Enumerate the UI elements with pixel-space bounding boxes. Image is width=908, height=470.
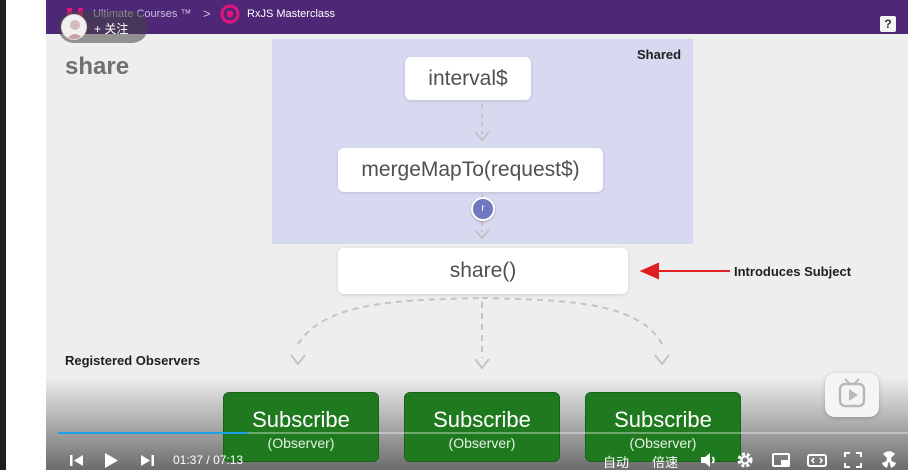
rxjs-logo xyxy=(220,4,240,24)
arrow-interval-to-mergemap xyxy=(474,104,490,142)
player-play-badge[interactable] xyxy=(825,373,879,417)
volume-icon[interactable] xyxy=(698,449,720,470)
introduces-subject-arrow xyxy=(639,262,730,280)
play-badge-icon xyxy=(838,378,866,408)
shared-label: Shared xyxy=(637,47,682,62)
next-icon[interactable] xyxy=(136,449,158,470)
slide-title: share xyxy=(65,53,130,80)
r-marker: r xyxy=(471,197,495,221)
interval-operator-box: interval$ xyxy=(405,57,531,100)
fanout-arrowhead-right xyxy=(654,354,670,366)
miniplayer-icon[interactable] xyxy=(770,449,792,470)
avatar-icon xyxy=(66,20,84,39)
progress-bar[interactable] xyxy=(58,432,908,434)
left-edge-strip xyxy=(0,0,6,470)
fanout-arrowhead-middle xyxy=(474,358,490,370)
subscribe-card: Subscribe (Observer) xyxy=(223,392,379,462)
breadcrumb-course[interactable]: RxJS Masterclass xyxy=(247,8,336,20)
help-button[interactable]: ? xyxy=(880,16,896,32)
breadcrumb-separator: > xyxy=(203,6,211,21)
fullscreen-icon[interactable] xyxy=(842,449,864,470)
settings-icon[interactable] xyxy=(734,449,756,470)
subscribe-card: Subscribe (Observer) xyxy=(404,392,560,462)
avatar xyxy=(61,14,87,40)
time-display: 01:37 / 07:13 xyxy=(173,453,243,467)
diagram-arrows xyxy=(290,104,730,370)
time-separator: / xyxy=(206,453,210,467)
video-frame[interactable]: Ultimate Courses ™ > RxJS Masterclass ? … xyxy=(46,0,908,470)
follow-button[interactable]: + 关注 xyxy=(58,11,148,43)
subscribe-title: Subscribe xyxy=(433,407,531,432)
prev-icon[interactable] xyxy=(66,449,88,470)
mergemap-operator-box: mergeMapTo(request$) xyxy=(338,148,603,192)
follow-label: + 关注 xyxy=(94,22,129,36)
current-time: 01:37 xyxy=(173,453,204,467)
subscribe-card: Subscribe (Observer) xyxy=(585,392,741,462)
auto-quality-button[interactable]: 自动 xyxy=(603,455,630,470)
playback-speed-button[interactable]: 倍速 xyxy=(652,455,679,470)
introduces-subject-label: Introduces Subject xyxy=(734,264,852,279)
registered-observers-label: Registered Observers xyxy=(65,353,201,368)
progress-fill xyxy=(58,432,249,434)
total-time: 07:13 xyxy=(213,453,244,467)
play-icon[interactable] xyxy=(100,449,122,470)
subscribe-subtitle: (Observer) xyxy=(267,435,335,451)
subscribe-subtitle: (Observer) xyxy=(629,435,697,451)
subscribe-subtitle: (Observer) xyxy=(448,435,516,451)
theater-icon[interactable] xyxy=(806,449,828,470)
fanout-arrowhead-left xyxy=(290,354,306,366)
subscribe-title: Subscribe xyxy=(252,407,350,432)
share-operator-box: share() xyxy=(338,248,628,294)
cast-icon[interactable] xyxy=(878,449,900,470)
subscribe-title: Subscribe xyxy=(614,407,712,432)
fanout-arrows xyxy=(297,297,663,358)
